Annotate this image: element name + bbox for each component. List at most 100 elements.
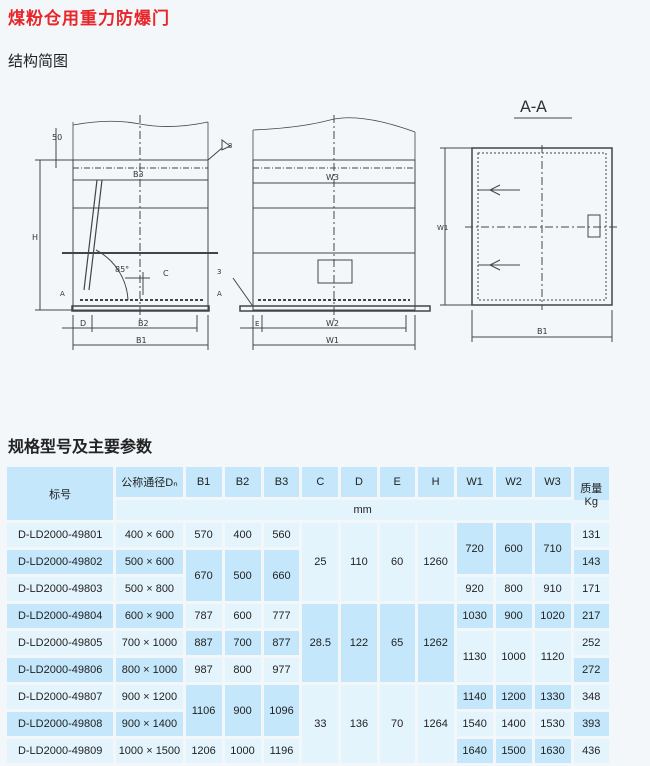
table-row: D-LD2000-49807 900 × 1200 1106 900 1096 … — [7, 685, 647, 763]
cell-b1: 1206 — [185, 739, 222, 763]
cell-b1: 987 — [185, 658, 222, 682]
specs-heading: 规格型号及主要参数 — [8, 437, 153, 456]
dim-d-label: D — [80, 319, 86, 328]
cell-b2: 900 — [224, 685, 261, 736]
cell-model: D-LD2000-49804 — [7, 604, 114, 628]
header-e: E — [379, 467, 415, 497]
cell-d: 122 — [341, 604, 377, 682]
cell-w1: 920 — [456, 577, 493, 601]
cell-dn: 500 × 800 — [116, 577, 183, 601]
table-row: D-LD2000-49808 900 × 1400 1540 1400 1530… — [7, 712, 647, 736]
cell-model: D-LD2000-49802 — [7, 550, 114, 574]
cell-w3: 910 — [534, 577, 571, 601]
cell-c: 25 — [302, 523, 339, 601]
cell-w3: 1330 — [534, 685, 571, 709]
cell-w1: 1140 — [456, 685, 493, 709]
cell-w1: 1030 — [456, 604, 493, 628]
cell-w2: 1200 — [495, 685, 532, 709]
cell-w2: 600 — [495, 523, 532, 574]
cell-model: D-LD2000-49801 — [7, 523, 114, 547]
cell-dn: 700 × 1000 — [116, 631, 183, 655]
header-b2: B2 — [224, 467, 261, 497]
dim-b1-label: B1 — [136, 336, 147, 345]
cell-model: D-LD2000-49805 — [7, 631, 114, 655]
table-row: D-LD2000-49801 400 × 600 570 400 560 25 … — [7, 523, 647, 601]
structure-drawing: 50 H B3 B2 B1 D C 85° A A 3 W3 W2 W1 E 3… — [32, 97, 620, 350]
cell-b3: 1196 — [263, 739, 300, 763]
cell-w3: 1630 — [534, 739, 571, 763]
side-view: 50 H B3 B2 B1 D C 85° A A 3 — [32, 115, 232, 350]
cell-b3: 1096 — [263, 685, 300, 736]
cell-kg: 217 — [573, 604, 609, 628]
cell-model: D-LD2000-49806 — [7, 658, 114, 682]
dim-h-label: H — [32, 233, 38, 242]
dim-50-label: 50 — [52, 133, 62, 142]
cell-b2: 800 — [224, 658, 261, 682]
cell-w1: 1540 — [456, 712, 493, 736]
header-model: 标号 — [7, 467, 114, 520]
cell-e: 70 — [379, 685, 415, 763]
table-row: D-LD2000-49809 1000 × 1500 1206 1000 119… — [7, 739, 647, 763]
cell-dn: 500 × 600 — [116, 550, 183, 574]
cell-dn: 600 × 900 — [116, 604, 183, 628]
cell-b3: 977 — [263, 658, 300, 682]
cell-b3: 660 — [263, 550, 300, 601]
cell-kg: 272 — [573, 658, 609, 682]
angle-label: 85° — [115, 265, 129, 274]
cell-kg: 171 — [573, 577, 609, 601]
dim-b2-label: B2 — [138, 319, 149, 328]
cell-b3: 777 — [263, 604, 300, 628]
cell-c: 33 — [302, 685, 339, 763]
table-row: D-LD2000-49805 700 × 1000 887 700 877 11… — [7, 631, 647, 682]
cell-b2: 700 — [224, 631, 261, 655]
cell-w2: 1400 — [495, 712, 532, 736]
cell-dn: 800 × 1000 — [116, 658, 183, 682]
section-mark-left: A — [60, 290, 65, 298]
cell-d: 136 — [341, 685, 377, 763]
cell-b1: 787 — [185, 604, 222, 628]
cell-w3: 1020 — [534, 604, 571, 628]
header-h: H — [417, 467, 454, 497]
cell-model: D-LD2000-49807 — [7, 685, 114, 709]
cell-model: D-LD2000-49809 — [7, 739, 114, 763]
cell-w1: 720 — [456, 523, 493, 574]
cell-b2: 600 — [224, 604, 261, 628]
cell-b1: 670 — [185, 550, 222, 601]
header-w3: W3 — [534, 467, 571, 497]
cell-d: 110 — [341, 523, 377, 601]
header-dn: 公称通径Dₙ — [116, 467, 183, 497]
cell-h: 1264 — [417, 685, 454, 763]
cell-c: 28.5 — [302, 604, 339, 682]
cell-model: D-LD2000-49808 — [7, 712, 114, 736]
structure-heading: 结构简图 — [8, 52, 69, 70]
cell-b1: 570 — [185, 523, 222, 547]
section-view: A-A W1 B1 — [437, 97, 620, 342]
cell-b2: 500 — [224, 550, 261, 601]
dim-e-label: E — [255, 320, 259, 328]
cell-dn: 400 × 600 — [116, 523, 183, 547]
cell-dn: 900 × 1400 — [116, 712, 183, 736]
cell-e: 60 — [379, 523, 415, 601]
section-mark-right: A — [217, 290, 222, 298]
cell-w2: 1500 — [495, 739, 532, 763]
cell-kg: 252 — [573, 631, 609, 655]
cell-w1: 1130 — [456, 631, 493, 682]
section-title: A-A — [520, 97, 547, 116]
cell-w2: 800 — [495, 577, 532, 601]
cell-h: 1262 — [417, 604, 454, 682]
cell-b1: 1106 — [185, 685, 222, 736]
cell-kg: 348 — [573, 685, 609, 709]
cell-w3: 710 — [534, 523, 571, 574]
cell-h: 1260 — [417, 523, 454, 601]
cell-kg: 131 — [573, 523, 609, 547]
section-b1-label: B1 — [537, 327, 548, 336]
cell-w3: 1120 — [534, 631, 571, 682]
header-c: C — [302, 467, 339, 497]
header-b1: B1 — [185, 467, 222, 497]
header-w1: W1 — [456, 467, 493, 497]
header-b3: B3 — [263, 467, 300, 497]
cell-w2: 900 — [495, 604, 532, 628]
cell-kg: 436 — [573, 739, 609, 763]
